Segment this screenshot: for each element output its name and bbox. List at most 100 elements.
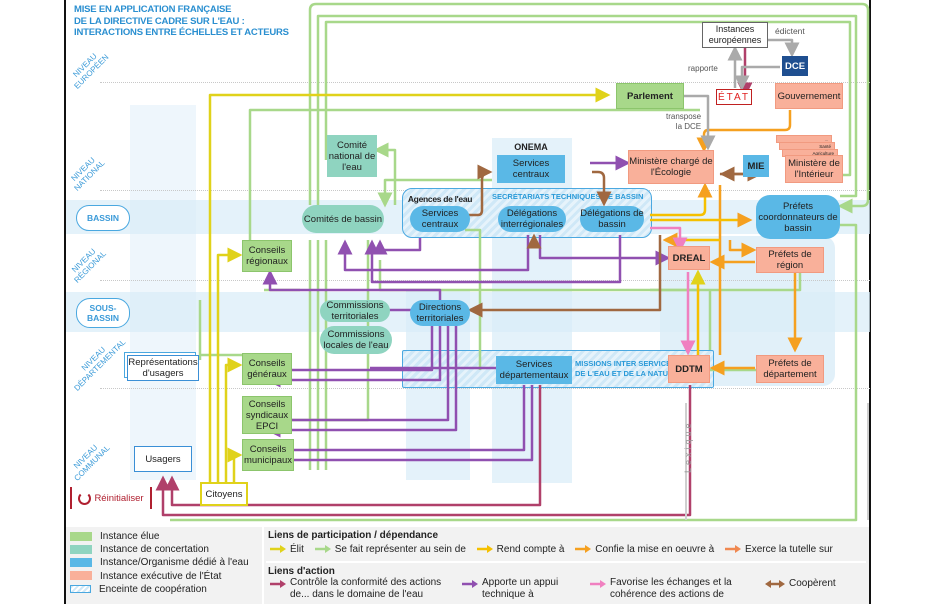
legend: Instance élue Instance de concertation I… (66, 527, 869, 604)
legend-link-label: Favorise les échanges et la cohérence de… (610, 577, 732, 600)
link (372, 238, 422, 255)
link (465, 164, 493, 217)
legend-type-item: Enceinte de coopération (70, 583, 249, 596)
link (265, 385, 526, 458)
link (538, 235, 671, 266)
link (227, 447, 243, 485)
node-mie[interactable]: MIE (743, 155, 769, 177)
link (650, 182, 713, 217)
legend-link-label: Exerce la tutelle sur (745, 544, 833, 555)
node-etat[interactable]: ÉTAT (716, 89, 752, 105)
node-conseils-regionaux[interactable]: Conseils régionaux (242, 240, 292, 272)
link (265, 322, 458, 438)
arrow-icon (476, 545, 493, 554)
node-agences-services-centraux[interactable]: Services centraux (410, 206, 470, 232)
agences-eau-label: Agences de l'eau (407, 193, 473, 204)
edge-label-edictent: édictent (775, 26, 805, 36)
link (467, 235, 662, 318)
title-line-2: DE LA DIRECTIVE CADRE SUR L'EAU : (74, 15, 245, 27)
separator (100, 82, 870, 83)
node-comites-bassin[interactable]: Comités de bassin (302, 205, 384, 233)
legend-type-label: Instance de concertation (100, 544, 209, 556)
link (728, 240, 757, 258)
swatch (70, 558, 92, 568)
arrow-icon (575, 545, 592, 554)
legend-participation-title: Liens de participation / dépendance (268, 530, 439, 541)
swatch (70, 585, 91, 594)
legend-link-label: Élit (290, 544, 304, 555)
node-conseils-syndicaux[interactable]: Conseils syndicaux EPCI (242, 396, 292, 434)
reset-icon (78, 491, 92, 505)
arrow-icon (462, 580, 478, 588)
legend-type-item: Instance de concertation (70, 543, 249, 556)
node-ministere-ecologie[interactable]: Ministère chargé de l'Écologie (628, 150, 714, 184)
onema-label: ONEMA (514, 141, 548, 152)
arrow-icon (314, 545, 331, 554)
node-prefets-coordonnateurs[interactable]: Préfets coordonnateurs de bassin (756, 195, 840, 239)
separator (100, 280, 870, 281)
node-conseils-generaux[interactable]: Conseils généraux (242, 353, 292, 385)
node-delegations-bassin[interactable]: Délégations de bassin (580, 206, 644, 232)
node-services-departementaux[interactable]: Services départementaux (496, 356, 572, 384)
legend-link-label: Rend compte à (496, 544, 565, 555)
node-prefets-departement[interactable]: Préfets de département (756, 355, 824, 383)
diagram-title: MISE EN APPLICATION FRANÇAISE DE LA DIRE… (74, 4, 289, 39)
node-conseils-municipaux[interactable]: Conseils municipaux (242, 439, 294, 471)
link (465, 228, 482, 370)
node-commissions-locales[interactable]: Commissions locales de l'eau (320, 326, 392, 354)
link (265, 385, 534, 468)
legend-type-item: Instance exécutive de l'État (70, 570, 249, 583)
swatch (70, 571, 92, 581)
node-usagers[interactable]: Usagers (134, 446, 192, 472)
arrow-icon (590, 580, 606, 588)
usagers-column (130, 105, 196, 480)
node-parlement[interactable]: Parlement (616, 83, 684, 109)
node-representations-usagers[interactable]: Représentations d'usagers (127, 355, 199, 381)
link (373, 142, 397, 205)
link (316, 14, 858, 205)
legend-link-label: Coopèrent (789, 578, 836, 589)
swatch (70, 545, 92, 555)
reset-button[interactable]: Réinitialiser (70, 487, 152, 509)
node-comite-national[interactable]: Comité national de l'eau (327, 135, 377, 177)
arrow-icon (270, 545, 286, 554)
legend-action: Liens d'action Contrôle la conformité de… (268, 566, 868, 603)
node-commissions-territoriales[interactable]: Commissions territoriales (320, 300, 390, 322)
link (308, 2, 870, 214)
link (170, 223, 858, 522)
node-dreal[interactable]: DREAL (668, 246, 710, 270)
link (248, 108, 620, 260)
lexique-panel[interactable]: Lexique (683, 403, 869, 520)
node-citoyens[interactable]: Citoyens (200, 482, 248, 506)
diagram-frame (64, 0, 871, 604)
link (592, 170, 612, 207)
legend-types: Instance élue Instance de concertation I… (70, 530, 249, 596)
reset-label: Réinitialiser (94, 492, 144, 504)
link (680, 94, 716, 151)
node-prefets-region[interactable]: Préfets de région (756, 247, 824, 273)
node-directions-territoriales[interactable]: Directions territoriales (410, 300, 470, 326)
legend-type-label: Instance/Organisme dédié à l'eau (100, 557, 249, 569)
node-instances-europeennes[interactable]: Instances européennes (702, 22, 768, 48)
node-ministere-interieur[interactable]: Ministère de l'Intérieur (785, 155, 843, 183)
link (734, 65, 780, 91)
title-line-3: INTERACTIONS ENTRE ÉCHELLES ET ACTEURS (74, 27, 289, 38)
link (364, 235, 622, 284)
scale-bassin: BASSIN (76, 205, 130, 231)
link (164, 385, 542, 507)
arrow-icon (725, 545, 742, 554)
node-onema-services-centraux[interactable]: Services centraux (497, 155, 565, 183)
node-dce[interactable]: DCE (782, 56, 808, 76)
link (650, 226, 688, 253)
node-ddtm[interactable]: DDTM (668, 355, 710, 383)
edge-label-transpose: transpose la DCE (666, 112, 702, 131)
legend-type-label: Enceinte de coopération (99, 583, 207, 595)
legend-link-label: Se fait représenter au sein de (334, 544, 466, 555)
lexique-label: Lexique (683, 420, 693, 473)
link (324, 20, 852, 177)
node-gouvernement[interactable]: Gouvernement (775, 83, 843, 109)
node-delegations-interregionales[interactable]: Délégations interrégionales (498, 206, 566, 232)
legend-type-label: Instance exécutive de l'État (100, 570, 222, 582)
legend-type-item: Instance élue (70, 530, 249, 543)
